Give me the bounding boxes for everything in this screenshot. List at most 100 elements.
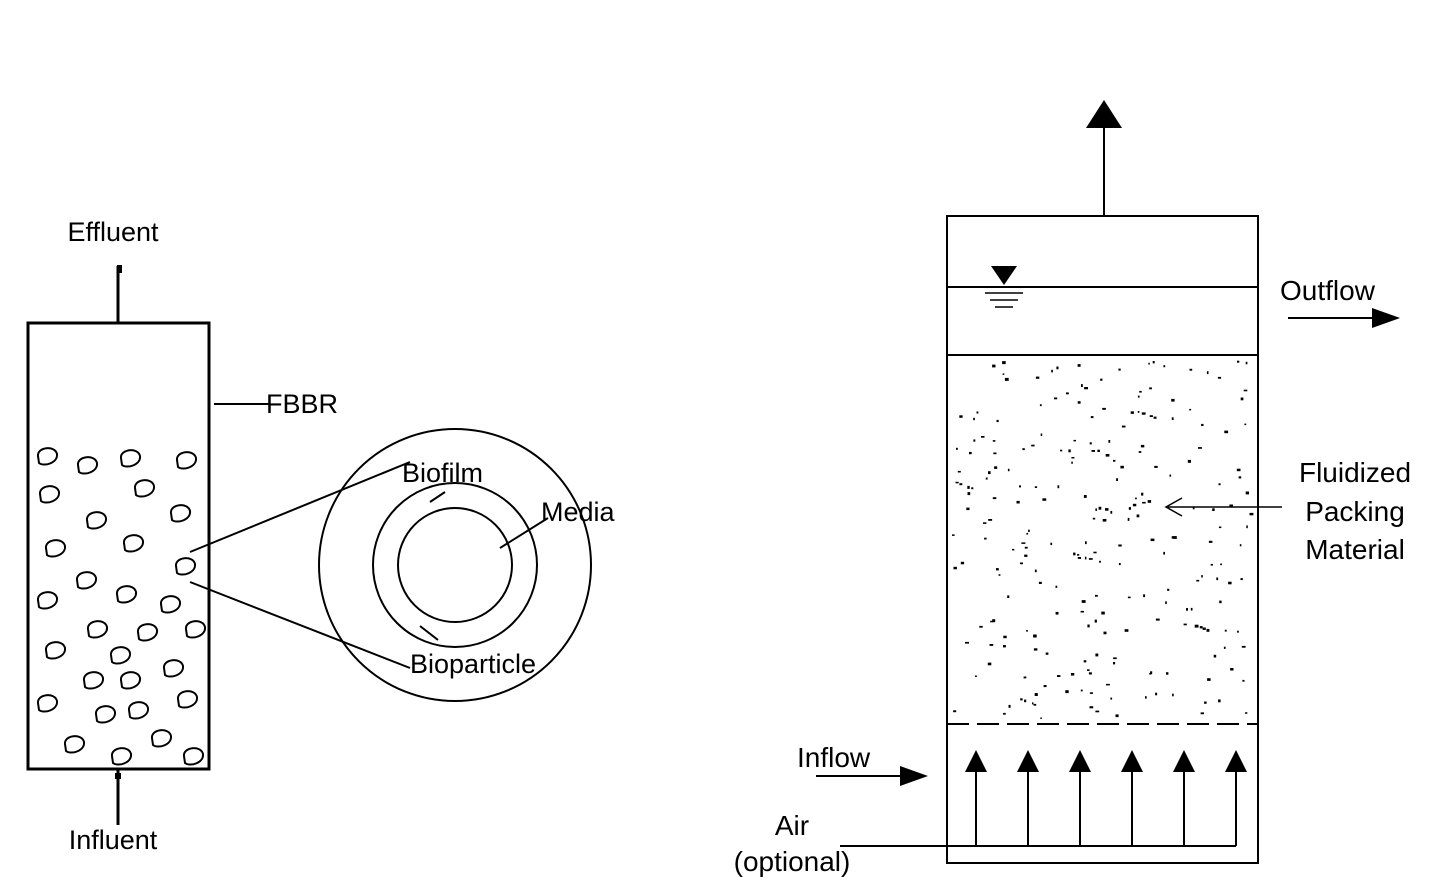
packing-speckle xyxy=(1095,508,1097,511)
media-particle xyxy=(160,595,181,614)
packing-speckle xyxy=(1240,578,1243,581)
packing-speckle xyxy=(1043,685,1047,688)
media-particles xyxy=(37,447,206,766)
packing-speckle xyxy=(1165,601,1167,605)
media-particle xyxy=(116,585,137,604)
media-pointer xyxy=(499,517,549,549)
air-riser-arrowhead xyxy=(1069,750,1091,772)
packing-speckle xyxy=(1183,623,1187,626)
packing-speckle xyxy=(1199,626,1203,629)
packing-speckle xyxy=(965,641,969,644)
packing-speckle xyxy=(1016,500,1020,504)
effluent-pipe-cap xyxy=(117,265,122,273)
packing-speckle xyxy=(1026,532,1029,535)
air-label: Air xyxy=(775,810,809,841)
packing-speckle xyxy=(1229,504,1233,507)
packing-speckle xyxy=(1033,703,1037,706)
top-outlet-arrowhead xyxy=(1086,100,1122,128)
packing-speckle xyxy=(1136,514,1140,518)
packing-speckle xyxy=(1171,398,1175,402)
packing-speckle xyxy=(1243,389,1248,392)
packing-speckle xyxy=(1088,672,1092,675)
packing-speckle xyxy=(1089,706,1094,709)
packing-speckle xyxy=(1051,369,1053,373)
packing-speckle xyxy=(1244,423,1247,426)
packing-speckle xyxy=(1206,628,1210,632)
packing-speckle xyxy=(1204,701,1207,704)
packing-speckle xyxy=(1163,551,1165,555)
packing-speckle xyxy=(952,534,955,536)
packing-speckle xyxy=(1026,630,1028,632)
packing-speckle xyxy=(987,662,992,666)
packing-speckle xyxy=(1055,611,1059,615)
media-particle xyxy=(111,747,132,766)
packing-speckle xyxy=(1012,548,1015,551)
packing-speckle xyxy=(1118,544,1122,547)
packing-speckle xyxy=(1055,585,1058,588)
packing-speckle xyxy=(1097,449,1100,452)
packing-speckle xyxy=(1249,512,1254,516)
packing-speckle xyxy=(1080,689,1083,692)
packing-speckle xyxy=(1105,508,1109,511)
media-particle xyxy=(163,659,184,678)
packing-speckle xyxy=(1100,378,1103,381)
packing-media-speckles xyxy=(952,360,1254,719)
packing-speckle xyxy=(1024,546,1028,549)
packing-speckle xyxy=(1194,624,1199,628)
packing-speckle xyxy=(998,574,1001,576)
packing-speckle xyxy=(969,451,972,455)
packing-speckle xyxy=(1084,556,1087,560)
packing-speckle xyxy=(1218,526,1222,529)
packing-speckle xyxy=(1024,699,1027,703)
packing-speckle xyxy=(1124,629,1129,632)
packing-speckle xyxy=(989,644,994,646)
packing-speckle xyxy=(1110,697,1113,700)
column-vessel xyxy=(946,215,1259,864)
packing-speckle xyxy=(1155,692,1158,696)
packing-speckle xyxy=(973,439,976,442)
media-particle xyxy=(76,571,97,590)
packing-speckle xyxy=(1020,562,1023,565)
packing-speckle xyxy=(1040,433,1043,436)
packing-speckle xyxy=(1007,595,1010,598)
packing-speckle xyxy=(981,436,985,438)
packing-speckle xyxy=(992,440,996,442)
packing-speckle xyxy=(959,483,963,486)
packing-speckle xyxy=(1141,492,1144,496)
packing-speckle xyxy=(1089,692,1093,694)
packing-speckle xyxy=(1212,508,1215,511)
packing-speckle xyxy=(1056,366,1059,370)
packing-speckle xyxy=(1147,500,1152,503)
packing-speckle xyxy=(1239,544,1242,547)
packing-speckle xyxy=(1060,449,1063,452)
packing-speckle xyxy=(1093,551,1097,554)
packing-speckle xyxy=(1102,407,1106,410)
packing-speckle xyxy=(994,466,998,469)
packing-speckle xyxy=(992,497,997,500)
bioparticle-label: Bioparticle xyxy=(410,649,536,679)
water-level-symbol-icon xyxy=(991,266,1017,285)
packing-speckle xyxy=(1240,397,1244,401)
packing-speckle xyxy=(1022,448,1025,451)
packing-speckle xyxy=(1077,401,1081,404)
packing-speckle xyxy=(1090,416,1094,419)
packing-speckle xyxy=(1206,371,1209,375)
packing-speckle xyxy=(1106,683,1110,686)
air-optional-label: (optional) xyxy=(734,846,851,877)
packing-speckle xyxy=(1116,478,1118,481)
packing-speckle xyxy=(1218,483,1221,486)
packing-speckle xyxy=(1089,442,1092,445)
packing-speckle xyxy=(1127,517,1130,521)
packing-speckle xyxy=(1008,704,1011,708)
packing-speckle xyxy=(967,485,970,489)
packing-speckle xyxy=(1142,501,1146,504)
packing-speckle xyxy=(984,537,987,540)
packing-speckle xyxy=(1054,397,1058,400)
packing-speckle xyxy=(1228,581,1232,585)
packing-speckle xyxy=(1200,712,1204,715)
air-riser-arrowhead xyxy=(1173,750,1195,772)
packing-speckle xyxy=(960,561,965,565)
packing-speckle xyxy=(1004,377,1009,381)
media-particle xyxy=(77,456,98,475)
packing-speckle xyxy=(1108,440,1111,443)
